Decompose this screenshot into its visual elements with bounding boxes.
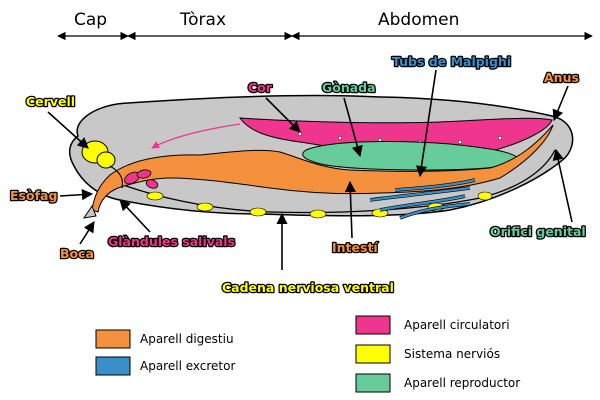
label-salivary-glands: Glàndules salivals (108, 234, 235, 249)
pointer-malpighian-tubules (415, 69, 437, 178)
pointer-salivary-glands (119, 199, 151, 233)
ganglion (477, 191, 493, 201)
label-genital-opening: Orifici genital (490, 224, 586, 239)
legend-label-circulatory: Aparell circulatori (404, 318, 510, 332)
label-intestine: Intestí (332, 240, 378, 255)
pointer-genital-opening (552, 148, 573, 223)
structure-labels: Cervell Esòfag Boca Glàndules salivals C… (9, 53, 587, 297)
label-mouth: Boca (60, 246, 94, 261)
section-abdomen-label: Abdomen (378, 10, 459, 30)
pointer-anus (552, 85, 569, 122)
ganglion (249, 207, 267, 217)
legend-swatch-nervous (355, 344, 391, 364)
legend-swatch-digestive (95, 329, 131, 349)
label-anus: Anus (544, 70, 579, 85)
legend-swatch-reproductive (355, 373, 391, 393)
pointer-esophagus (59, 189, 94, 201)
legend: Aparell digestiu Aparell excretor Aparel… (95, 315, 520, 393)
digestive-tract (91, 124, 554, 213)
label-malpighian-tubules: Tubs de Malpighi (392, 54, 511, 69)
pointer-heart (265, 97, 301, 133)
section-head-label: Cap (74, 10, 107, 30)
legend-swatch-circulatory (355, 315, 391, 335)
label-ventral-nerve-cord: Cadena nerviosa ventral (222, 280, 394, 295)
section-scale: Cap Tòrax Abdomen (57, 10, 593, 41)
label-esophagus: Esòfag (10, 188, 57, 203)
mouthparts (82, 204, 97, 219)
legend-label-digestive: Aparell digestiu (140, 332, 234, 346)
aorta-line (151, 123, 241, 149)
salivary-glands (124, 169, 159, 189)
ganglion (196, 202, 214, 212)
label-gonad: Gònada (322, 80, 376, 95)
malpighian-tubules (369, 178, 476, 220)
legend-label-excretory: Aparell excretor (140, 359, 235, 373)
legend-swatch-excretory (95, 356, 131, 376)
pointer-intestine (344, 180, 356, 239)
ganglion (146, 191, 164, 201)
legend-label-nervous: Sistema nerviós (404, 347, 500, 361)
ganglion (309, 209, 327, 219)
legend-label-reproductive: Aparell reproductor (404, 376, 520, 390)
label-brain: Cervell (26, 94, 75, 109)
pointer-lines (47, 69, 573, 270)
pointer-mouth (79, 221, 95, 245)
pointer-gonad (343, 97, 363, 158)
label-heart: Cor (248, 80, 273, 95)
pointer-brain (47, 111, 89, 149)
section-thorax-label: Tòrax (179, 10, 226, 30)
